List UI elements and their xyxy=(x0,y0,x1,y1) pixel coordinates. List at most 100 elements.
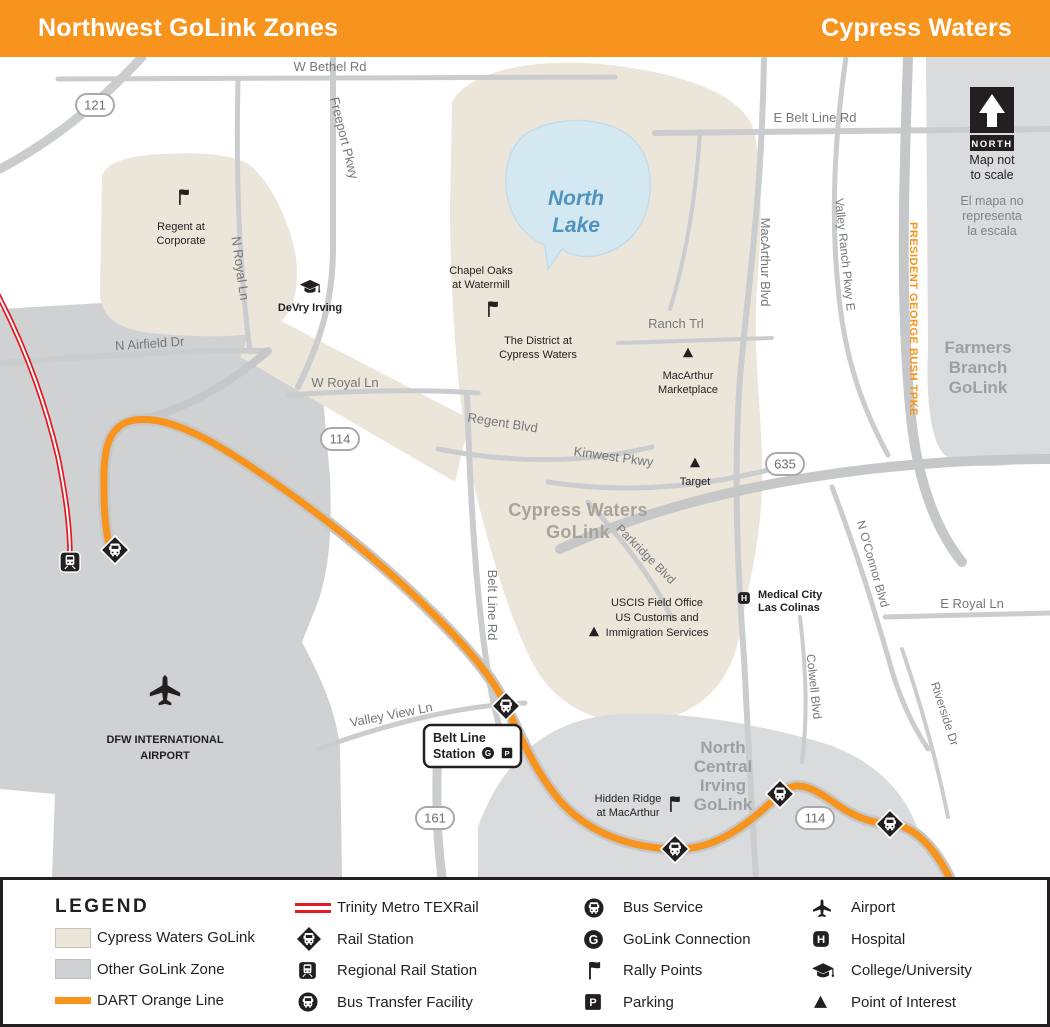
legend-rail-column: Trinity Metro TEXRail Rail Station Regio… xyxy=(295,892,479,1018)
zone-title: Cypress Waters xyxy=(821,14,1012,42)
poi-labels: Regent at Corporate DeVry Irving Chapel … xyxy=(106,221,823,819)
legend-item: Other GoLink Zone xyxy=(55,954,255,986)
poi-label: AIRPORT xyxy=(140,750,190,762)
texrail-swatch xyxy=(295,902,331,913)
scale-note-es: la escala xyxy=(967,224,1016,238)
poi-label: Chapel Oaks xyxy=(449,265,513,277)
poi-label: US Customs and xyxy=(615,612,698,624)
map-area: G P H xyxy=(0,52,1050,883)
road-w-bethel xyxy=(55,74,618,82)
poi-label: Corporate xyxy=(157,235,206,247)
poi-label: Marketplace xyxy=(658,384,718,396)
belt-line-station-callout: Belt Line Station xyxy=(422,723,523,769)
legend-label: GoLink Connection xyxy=(623,930,751,948)
legend-item: Bus Service xyxy=(581,892,751,924)
zone-labels: Cypress Waters GoLink Farmers Branch GoL… xyxy=(508,187,1011,814)
page-title: Northwest GoLink Zones xyxy=(38,14,339,42)
road-label-colwell: Colwell Blvd xyxy=(804,653,825,719)
road-label-e-royal: E Royal Ln xyxy=(940,596,1004,611)
rail-station-icon xyxy=(296,926,322,952)
legend-label: Airport xyxy=(851,899,896,917)
farmers-branch-label: Branch xyxy=(949,358,1008,377)
road-label-w-royal: W Royal Ln xyxy=(311,375,378,390)
bus-service-icon xyxy=(584,898,604,918)
poi-label: Cypress Waters xyxy=(499,349,577,361)
poi-label: at MacArthur xyxy=(597,807,660,819)
north-arrow: NORTH Map not to scale El mapa no repres… xyxy=(960,87,1024,238)
road-riverside xyxy=(900,647,950,819)
scale-note: to scale xyxy=(970,168,1013,182)
svg-text:635: 635 xyxy=(774,457,796,472)
legend-label: Rally Points xyxy=(623,962,703,980)
golink-connection-icon xyxy=(584,929,603,949)
zone-farmers-branch xyxy=(926,57,1050,467)
legend-item: Bus Transfer Facility xyxy=(295,987,479,1019)
parking-icon xyxy=(585,994,601,1011)
poi-label: Regent at xyxy=(157,221,205,233)
road-n-royal xyxy=(234,76,253,355)
north-arrow-icon xyxy=(979,94,1005,127)
zone-north-central-irving xyxy=(478,713,945,877)
college-icon xyxy=(299,279,321,294)
legend-poi-column: Airport Hospital College/University Poin… xyxy=(809,892,972,1018)
legend-item: Hospital xyxy=(809,924,972,956)
north-lake-label: Lake xyxy=(552,214,600,237)
highway-shield-114-south: 114 xyxy=(795,806,835,830)
legend-label: Point of Interest xyxy=(851,993,957,1011)
road-label-riverside: Riverside Dr xyxy=(928,680,962,747)
north-central-irving-label: Central xyxy=(694,757,753,776)
svg-text:161: 161 xyxy=(424,811,446,826)
legend-label: Bus Transfer Facility xyxy=(337,993,473,1011)
svg-text:114: 114 xyxy=(330,432,351,447)
poi-label: The District at xyxy=(504,335,572,347)
north-label: NORTH xyxy=(971,139,1012,150)
poi-label: Las Colinas xyxy=(758,602,820,614)
poi-label: MacArthur xyxy=(663,370,714,382)
legend-label: Cypress Waters GoLink xyxy=(97,929,255,947)
north-lake xyxy=(505,119,651,272)
golink-connection-icon xyxy=(482,747,494,759)
road-macarthur xyxy=(733,54,767,880)
highway-shield-161: 161 xyxy=(415,806,455,830)
map-white-notch xyxy=(0,789,55,877)
poi-label: DFW INTERNATIONAL xyxy=(106,734,223,746)
legend-label: College/University xyxy=(851,962,972,980)
road-label-macarthur: MacArthur Blvd xyxy=(758,218,773,307)
road-w-royal xyxy=(285,388,481,398)
station-name: Belt Line xyxy=(433,731,486,745)
hospital-icon xyxy=(813,931,829,948)
road-label-belt-line: Belt Line Rd xyxy=(485,570,500,641)
dart-orange-line xyxy=(100,415,953,881)
road-e-royal xyxy=(882,610,1050,620)
road-o-connor xyxy=(829,484,931,752)
highway-shield-635: 635 xyxy=(765,452,805,476)
legend-label: Regional Rail Station xyxy=(337,962,478,980)
header-bar: Northwest GoLink Zones Cypress Waters xyxy=(0,0,1050,57)
legend-item: Trinity Metro TEXRail xyxy=(295,892,479,924)
legend-label: Other GoLink Zone xyxy=(97,960,225,978)
station-name: Station xyxy=(433,747,475,761)
legend-label: Rail Station xyxy=(337,930,414,948)
poi-label: Medical City xyxy=(758,589,823,601)
cypress-zone-swatch xyxy=(55,927,91,948)
highway-shield-121: 121 xyxy=(75,93,115,117)
point-of-interest-icon xyxy=(814,995,827,1008)
parking-icon xyxy=(501,747,513,759)
road-valley-ranch xyxy=(831,54,891,458)
legend-label: Parking xyxy=(623,993,674,1011)
legend-item: Rail Station xyxy=(295,924,479,956)
road-635 xyxy=(555,454,1050,554)
rally-point-icon xyxy=(589,961,602,981)
legend-item: DART Orange Line xyxy=(55,985,255,1017)
legend-item: Parking xyxy=(581,987,751,1019)
transit-map: G P H xyxy=(0,52,1050,883)
legend-item: GoLink Connection xyxy=(581,924,751,956)
poi-label: Immigration Services xyxy=(606,627,709,639)
scale-note-es: El mapa no xyxy=(960,194,1023,208)
north-central-irving-label: North xyxy=(700,738,745,757)
regional-rail-station-icon xyxy=(299,962,317,980)
road-kinwest xyxy=(545,466,775,491)
regional-rail-station-icon xyxy=(60,552,80,572)
legend-service-column: Bus Service GoLink Connection Rally Poin… xyxy=(581,892,751,1018)
north-central-irving-label: Irving xyxy=(700,776,746,795)
